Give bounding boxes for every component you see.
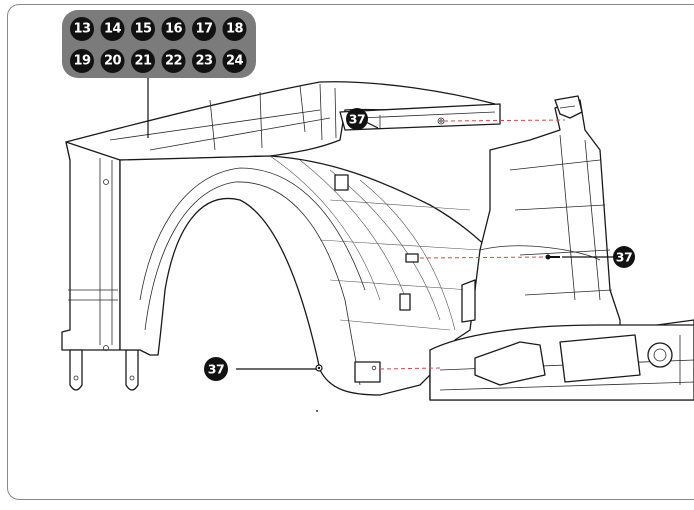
badge-circle [131,17,155,41]
part-number-badge: 21 [131,49,155,73]
badge-label: 16 [165,22,183,37]
badge-label: 18 [226,22,244,37]
callout-top: 37 [346,108,368,130]
screw-bottom [315,364,323,372]
guide-line-bottom [379,367,441,370]
badge-label: 13 [73,22,91,37]
part-number-badge: 18 [222,17,247,41]
left-side-panel [61,81,501,396]
badge-circle [70,17,94,41]
part-number-badge: 24 [222,49,247,73]
badge-label: 24 [226,54,244,69]
badge-circle [222,17,247,41]
part-number-badge: 15 [131,17,155,41]
badge-circle [161,17,186,41]
part-number-badge: 22 [161,49,186,73]
badge-circle [222,49,247,73]
badge-circle [100,49,125,73]
part-number-badge: 23 [192,49,216,73]
guide-line-top [443,119,566,122]
top-bracket [339,103,501,131]
badge-label: 22 [165,54,182,69]
part-number-badge: 19 [70,49,94,73]
badge-label: 23 [195,54,213,69]
badge-row-2: 19 20 21 22 23 24 [70,49,247,73]
part-number-badge: 16 [161,17,186,41]
badge-row-1: 13 14 15 16 17 18 [70,17,247,41]
badge-label: 14 [104,22,122,37]
screws [315,254,560,372]
right-frame-structure [405,95,694,401]
callout-top-leader [365,121,379,129]
part-number-badge: 14 [100,17,125,41]
badge-circle [192,49,216,73]
badge-label: 17 [195,22,213,37]
screw-right [545,254,560,260]
diagram-frame [7,4,694,500]
part-number-badge: 17 [192,17,216,41]
callout-bottom-label: 37 [208,362,224,377]
badge-label: 19 [73,54,91,69]
callout-right: 37 [613,246,635,268]
badge-circle [161,49,186,73]
badge-circle [70,49,94,73]
badge-circle [192,17,216,41]
callout-right-label: 37 [616,250,632,265]
part-number-badge-panel: 13 14 15 16 17 18 19 20 21 22 23 24 [62,10,256,78]
part-number-badge: 13 [70,17,94,41]
callout-top-label: 37 [349,112,365,127]
badge-circle [100,17,125,41]
badge-label: 20 [104,54,122,69]
badge-label: 21 [134,54,152,69]
callout-bottom: 37 [204,357,228,381]
guide-line-middle [419,256,549,259]
assembly-guide-lines [379,119,566,370]
badge-label: 15 [134,22,152,37]
badge-circle [131,49,155,73]
part-number-badge: 20 [100,49,125,73]
